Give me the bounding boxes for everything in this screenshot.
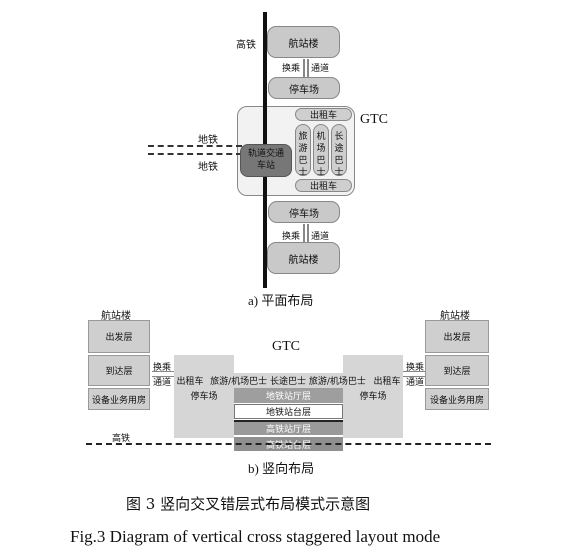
taxi-left: 出租车 — [176, 377, 204, 387]
ground-rail-line — [86, 443, 491, 445]
terminal-bottom: 航站楼 — [267, 242, 340, 274]
taxi-top: 出租车 — [295, 108, 352, 121]
figure-caption-en: Fig.3 Diagram of vertical cross staggere… — [70, 527, 441, 546]
taxi-right: 出租车 — [373, 377, 401, 387]
rail-hall: 高铁站厅层 — [234, 420, 343, 435]
metro-label-lower: 地铁 — [198, 162, 218, 173]
section-subcaption: b) 竖向布局 — [248, 461, 315, 476]
metro-line-lower — [148, 153, 242, 155]
passage-right: 通道 — [406, 378, 425, 388]
parking-bottom: 停车场 — [268, 201, 340, 223]
gtc-label-section: GTC — [272, 339, 300, 354]
arrival-left: 到达层 — [88, 355, 150, 386]
equipment-left: 设备业务用房 — [88, 388, 150, 410]
metro-label-upper: 地铁 — [198, 135, 218, 146]
plan-subcaption: a) 平面布局 — [248, 293, 314, 308]
transfer-left: 换乘 — [153, 363, 172, 373]
figure-caption-cn: 图 3 竖向交叉错层式布局模式示意图 — [126, 495, 371, 513]
passage-label-bottom: 通道 — [311, 232, 330, 242]
departure-left: 出发层 — [88, 320, 150, 353]
gtc-label-plan: GTC — [360, 112, 388, 127]
gtc-section-right — [343, 355, 403, 438]
terminal-left-label: 航站楼 — [101, 311, 131, 322]
rail-label: 高铁 — [236, 40, 256, 51]
parking-top: 停车场 — [268, 77, 340, 99]
taxi-bottom: 出租车 — [295, 179, 352, 192]
rail-transit-label: 轨道交通车站 — [247, 149, 284, 171]
terminal-top: 航站楼 — [267, 26, 340, 58]
bus-row: 旅游/机场巴士 长途巴士 旅游/机场巴士 — [204, 373, 372, 388]
passage-left: 通道 — [153, 378, 172, 388]
transfer-bar-left — [152, 371, 174, 377]
airport-bus: 机场巴士 — [313, 124, 329, 178]
passage-bar-bottom — [303, 224, 309, 242]
rail-transit-station — [240, 144, 292, 177]
metro-hall: 地铁站厅层 — [234, 388, 343, 403]
metro-platform: 地铁站台层 — [234, 404, 343, 419]
terminal-right-label: 航站楼 — [440, 311, 470, 322]
metro-line-upper — [148, 145, 242, 147]
equipment-right: 设备业务用房 — [425, 388, 489, 410]
transfer-bar-right — [403, 371, 425, 377]
passage-bar-top — [303, 59, 309, 79]
gtc-section-left — [174, 355, 234, 438]
rail-line-lower — [263, 196, 267, 284]
transfer-label-top: 换乘 — [282, 64, 301, 74]
departure-right: 出发层 — [425, 320, 489, 353]
transfer-right: 换乘 — [406, 363, 425, 373]
transfer-label-bottom: 换乘 — [282, 232, 301, 242]
parking-right: 停车场 — [359, 392, 387, 402]
tour-bus: 旅游巴士 — [295, 124, 311, 178]
parking-left: 停车场 — [190, 392, 218, 402]
ground-rail-label: 高铁 — [112, 434, 131, 444]
passage-label-top: 通道 — [311, 64, 330, 74]
long-distance-bus: 长途巴士 — [331, 124, 347, 178]
arrival-right: 到达层 — [425, 355, 489, 386]
